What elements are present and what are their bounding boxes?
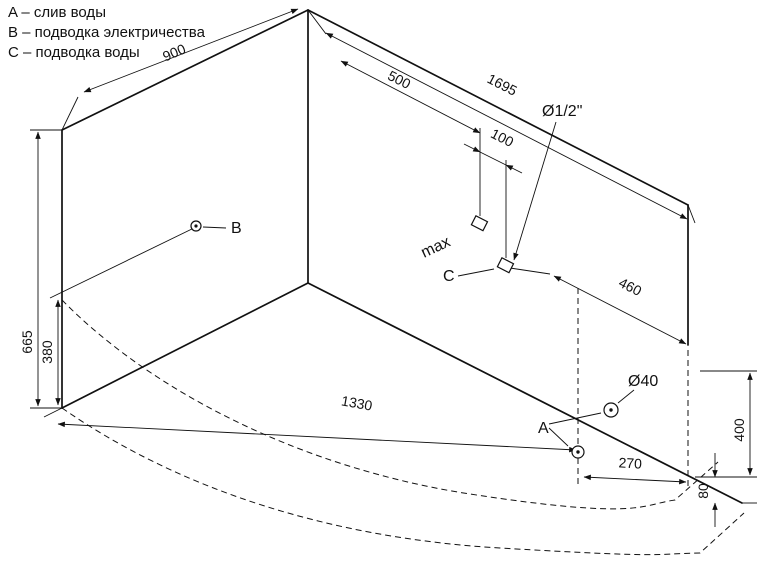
dim-label-1695: 1695	[485, 70, 520, 98]
tub-apron-curve	[61, 407, 745, 556]
left-wall-floor-edge	[61, 282, 309, 409]
dim-665: 665	[19, 129, 62, 409]
dim-label-1330: 1330	[340, 392, 374, 413]
point-label-a: A	[538, 420, 549, 437]
dim-label-380: 380	[39, 340, 55, 364]
legend-drain: A – слив воды	[8, 4, 106, 21]
legend-water: C – подводка воды	[8, 44, 140, 61]
water-connection-2	[496, 257, 515, 274]
legend-electric: B – подводка электричества	[8, 24, 206, 41]
dim-80: 80	[695, 453, 718, 527]
point-a-drain: A Ø40	[538, 373, 658, 459]
dim-label-500: 500	[385, 67, 413, 92]
dim-label-460: 460	[616, 274, 644, 299]
dim-400: 400	[695, 370, 757, 504]
dim-label-o40: Ø40	[628, 373, 658, 390]
dim-label-400: 400	[731, 418, 747, 442]
right-wall-top-edge	[307, 9, 689, 206]
dim-460: 460	[509, 267, 687, 345]
point-label-c: C	[443, 268, 455, 285]
tub-outline	[61, 288, 745, 556]
water-thread-callout: Ø1/2"	[513, 103, 582, 261]
dim-270: 270	[583, 454, 687, 485]
point-c-water: max C	[419, 215, 515, 285]
point-b-electric: B	[190, 220, 242, 237]
dim-label-80: 80	[695, 483, 711, 499]
dim-500: 500	[340, 60, 481, 216]
dim-label-270: 270	[618, 454, 642, 471]
label-max: max	[419, 233, 454, 261]
tub-rim-curve	[61, 299, 719, 510]
dim-100: 100	[463, 125, 523, 258]
dim-1330: 1330	[43, 392, 577, 453]
water-connection-1	[470, 215, 489, 232]
dim-380: 380	[39, 226, 197, 406]
dim-label-665: 665	[19, 330, 35, 354]
right-wall-floor-edge	[307, 282, 743, 504]
dim-label-900: 900	[160, 40, 188, 64]
dim-label-half-inch: Ø1/2"	[542, 103, 582, 120]
dim-1695: 1695	[307, 9, 696, 224]
point-label-b: B	[231, 220, 242, 237]
